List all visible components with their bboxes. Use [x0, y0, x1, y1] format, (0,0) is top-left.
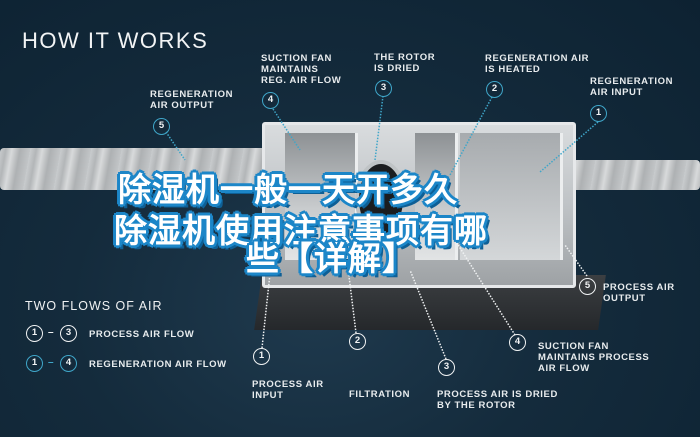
callout-process-air-output-number: 5: [579, 278, 596, 295]
legend-process-to: 3: [60, 325, 77, 342]
callout-process-air-input-number: 1: [253, 348, 270, 365]
overlay-banner-line-3: 些【详解】: [246, 239, 416, 278]
callout-regen-air-input-label: REGENERATION AIR INPUT: [590, 76, 674, 98]
callout-rotor-dried-number: 3: [375, 80, 392, 97]
callout-regen-air-output-number: 5: [153, 118, 170, 135]
legend-regen-label: REGENERATION AIR FLOW: [89, 359, 227, 370]
callout-suction-fan-process-number: 4: [509, 334, 526, 351]
legend-regen-from: 1: [26, 355, 43, 372]
overlay-banner-line-2: 除湿机使用注意事项有哪: [114, 211, 488, 250]
callout-suction-fan-process-label: SUCTION FAN MAINTAINS PROCESS AIR FLOW: [538, 341, 650, 374]
legend-process-from: 1: [26, 325, 43, 342]
callout-regen-air-heated-number: 2: [486, 81, 503, 98]
callout-rotor-dried-label: THE ROTOR IS DRIED: [374, 52, 436, 74]
callout-filtration-label: FILTRATION: [349, 389, 411, 400]
regeneration-air-input-duct: [565, 160, 700, 190]
legend-separator: –: [48, 357, 54, 368]
callout-regen-air-input-number: 1: [590, 105, 607, 122]
callout-process-air-dried-label: PROCESS AIR IS DRIED BY THE ROTOR: [437, 389, 558, 411]
rotor: [355, 160, 407, 238]
callout-process-air-output-label: PROCESS AIR OUTPUT: [603, 282, 675, 304]
overlay-banner-line-1: 除湿机一般一天开多久: [118, 170, 458, 209]
callout-process-air-dried-number: 3: [438, 359, 455, 376]
callout-regen-air-heated-label: REGENERATION AIR IS HEATED: [485, 53, 590, 75]
callout-regen-air-output-label: REGENERATION AIR OUTPUT: [150, 89, 234, 111]
regeneration-air-output-duct: [0, 148, 272, 190]
callout-suction-fan-reg-number: 4: [262, 92, 279, 109]
legend-process-label: PROCESS AIR FLOW: [89, 329, 195, 340]
callout-filtration-number: 2: [349, 333, 366, 350]
legend-regen-to: 4: [60, 355, 77, 372]
diagram-title: HOW IT WORKS: [22, 28, 209, 53]
callout-suction-fan-reg-label: SUCTION FAN MAINTAINS REG. AIR FLOW: [261, 53, 342, 86]
legend-separator: –: [48, 327, 54, 338]
callout-process-air-input-label: PROCESS AIR INPUT: [252, 379, 324, 401]
legend-title: TWO FLOWS OF AIR: [25, 299, 163, 313]
dehumidifier-unit: [262, 122, 576, 288]
